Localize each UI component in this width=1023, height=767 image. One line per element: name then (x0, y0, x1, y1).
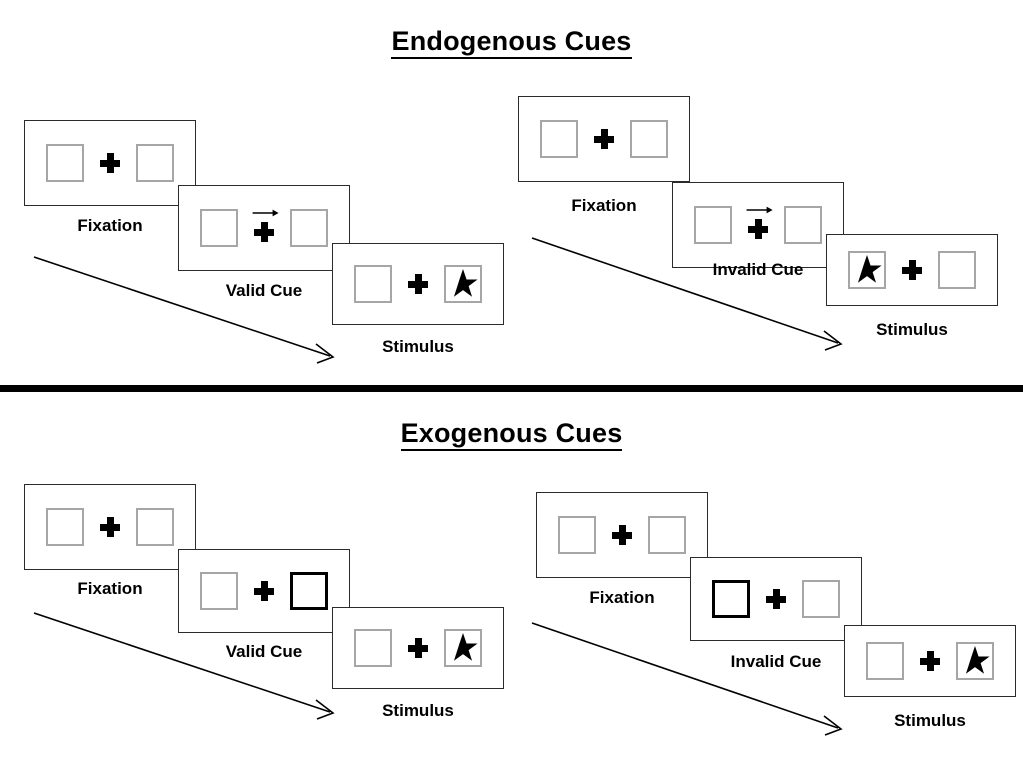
time-flow-arrow-exogenous-valid (33, 612, 335, 720)
placeholder-box-left (354, 629, 392, 667)
placeholder-box-right (444, 629, 482, 667)
time-flow-arrow-endogenous-invalid (531, 237, 843, 351)
placeholder-box-right (444, 265, 482, 303)
centre-cell (610, 516, 634, 554)
section-divider (0, 385, 1023, 392)
frame-endogenous-valid-fixation[interactable] (24, 120, 196, 206)
stage-label-endogenous-valid-fixation: Fixation (77, 216, 143, 235)
time-flow-arrow-endogenous-valid (33, 256, 335, 364)
fixation-cross-icon (408, 274, 428, 294)
placeholder-box-right (802, 580, 840, 618)
centre-cell (900, 251, 924, 289)
stage-label-exogenous-invalid-cue: Invalid Cue (730, 652, 822, 671)
placeholder-box-left (558, 516, 596, 554)
stage-label-endogenous-invalid-cue: Invalid Cue (712, 260, 804, 279)
frame-row (712, 580, 840, 618)
placeholder-box-right (136, 508, 174, 546)
fixation-cross-icon (408, 638, 428, 658)
placeholder-box-left (540, 120, 578, 158)
frame-exogenous-invalid-fixation[interactable] (536, 492, 708, 578)
fixation-cross-icon (766, 589, 786, 609)
frame-endogenous-invalid-stimulus[interactable] (826, 234, 998, 306)
frame-exogenous-valid-stimulus[interactable] (332, 607, 504, 689)
stage-label-exogenous-invalid-fixation: Fixation (589, 588, 655, 607)
placeholder-box-right (136, 144, 174, 182)
placeholder-box-left (200, 209, 238, 247)
placeholder-box-left (354, 265, 392, 303)
star-target-icon (965, 646, 990, 674)
placeholder-box-right (648, 516, 686, 554)
stage-label-endogenous-invalid-stimulus: Stimulus (876, 320, 948, 339)
arrow-right-cue-icon (746, 206, 773, 214)
fixation-cross-icon (612, 525, 632, 545)
placeholder-box-right (784, 206, 822, 244)
fixation-cross-icon (594, 129, 614, 149)
centre-cell (746, 206, 773, 244)
highlighted-box-cue-icon (712, 580, 750, 618)
fixation-cross-icon (902, 260, 922, 280)
section-title-endogenous: Endogenous Cues (0, 26, 1023, 59)
fixation-cross-icon (748, 219, 768, 239)
frame-exogenous-invalid-cue[interactable] (690, 557, 862, 641)
frame-row (200, 209, 328, 247)
time-flow-arrow-exogenous-invalid (531, 622, 843, 736)
centre-cell (918, 642, 942, 680)
stage-label-exogenous-valid-cue: Valid Cue (225, 642, 303, 661)
frame-exogenous-valid-fixation[interactable] (24, 484, 196, 570)
frame-row (46, 144, 174, 182)
star-target-icon (453, 269, 478, 297)
placeholder-box-left (866, 642, 904, 680)
stage-label-exogenous-valid-stimulus: Stimulus (382, 701, 454, 720)
placeholder-box-left (848, 251, 886, 289)
star-target-icon (453, 633, 478, 661)
frame-row (354, 629, 482, 667)
arrow-right-cue-icon (252, 209, 279, 217)
stage-label-exogenous-invalid-stimulus: Stimulus (894, 711, 966, 730)
placeholder-box-left (694, 206, 732, 244)
centre-cell (252, 572, 276, 610)
placeholder-box-right (938, 251, 976, 289)
placeholder-box-left (200, 572, 238, 610)
centre-cell (592, 120, 616, 158)
frame-row (848, 251, 976, 289)
centre-cell (764, 580, 788, 618)
section-title-exogenous-text: Exogenous Cues (400, 418, 623, 451)
placeholder-box-right (290, 209, 328, 247)
section-title-exogenous: Exogenous Cues (0, 418, 1023, 451)
frame-row (200, 572, 328, 610)
frame-exogenous-invalid-stimulus[interactable] (844, 625, 1016, 697)
centre-cell (252, 209, 279, 247)
placeholder-box-left (46, 144, 84, 182)
fixation-cross-icon (254, 581, 274, 601)
star-target-icon (857, 255, 882, 283)
centre-cell (406, 265, 430, 303)
stage-label-endogenous-valid-cue: Valid Cue (225, 281, 303, 300)
frame-endogenous-valid-stimulus[interactable] (332, 243, 504, 325)
section-title-endogenous-text: Endogenous Cues (391, 26, 632, 59)
centre-cell (98, 508, 122, 546)
frame-row (558, 516, 686, 554)
frame-row (46, 508, 174, 546)
centre-cell (98, 144, 122, 182)
highlighted-box-cue-icon (290, 572, 328, 610)
frame-row (694, 206, 822, 244)
frame-exogenous-valid-cue[interactable] (178, 549, 350, 633)
stage-label-exogenous-valid-fixation: Fixation (77, 579, 143, 598)
centre-cell (406, 629, 430, 667)
frame-endogenous-invalid-cue[interactable] (672, 182, 844, 268)
placeholder-box-right (956, 642, 994, 680)
frame-row (866, 642, 994, 680)
stage-label-endogenous-invalid-fixation: Fixation (571, 196, 637, 215)
placeholder-box-left (46, 508, 84, 546)
fixation-cross-icon (100, 517, 120, 537)
frame-row (354, 265, 482, 303)
frame-endogenous-valid-cue[interactable] (178, 185, 350, 271)
stage-label-endogenous-valid-stimulus: Stimulus (382, 337, 454, 356)
frame-endogenous-invalid-fixation[interactable] (518, 96, 690, 182)
frame-row (540, 120, 668, 158)
fixation-cross-icon (100, 153, 120, 173)
fixation-cross-icon (920, 651, 940, 671)
placeholder-box-right (630, 120, 668, 158)
fixation-cross-icon (254, 222, 274, 242)
